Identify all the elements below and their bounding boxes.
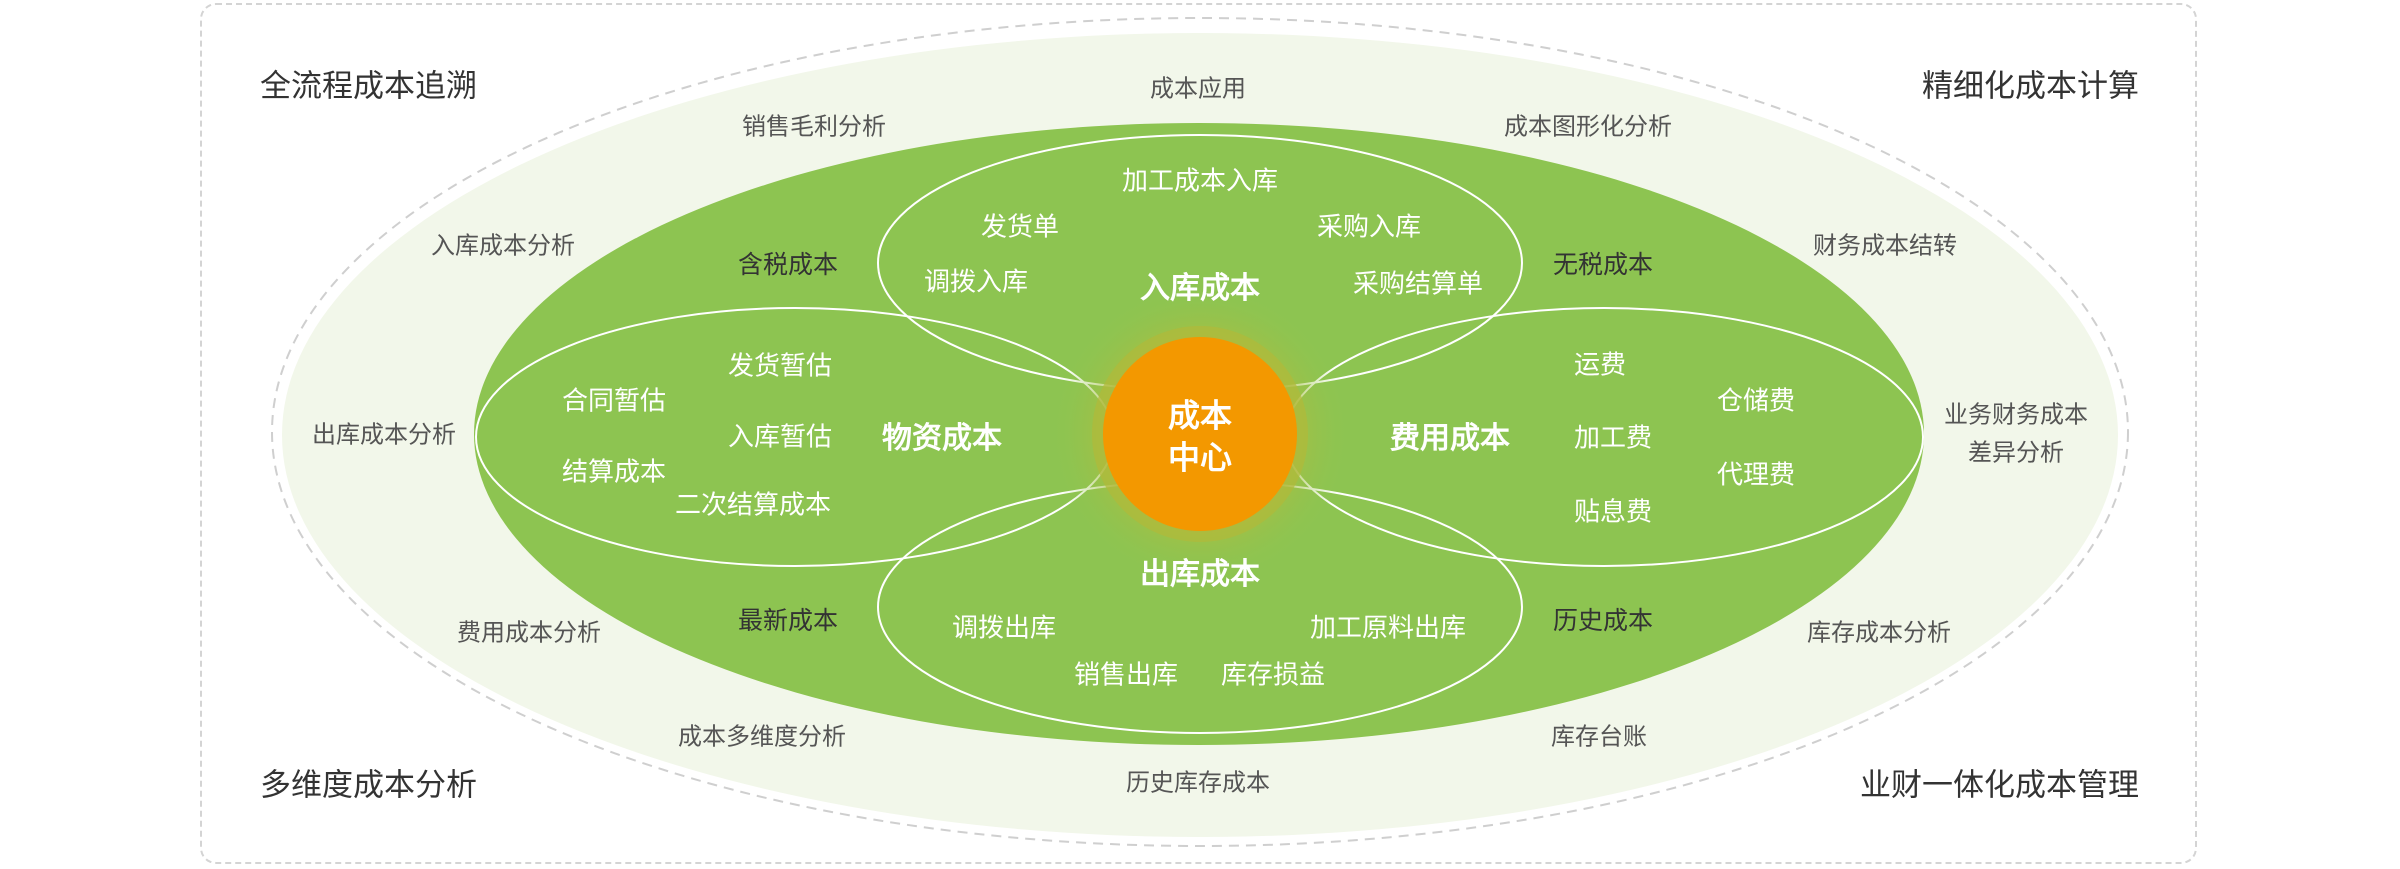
expense-item: 仓储费 xyxy=(1716,386,1796,417)
inbound-title: 入库成本 xyxy=(1140,271,1260,306)
ring-label: 含税成本 xyxy=(737,250,839,279)
inbound-item: 采购结算单 xyxy=(1352,269,1484,300)
material-item: 发货暂估 xyxy=(727,351,833,382)
outbound-item: 调拨出库 xyxy=(951,613,1057,644)
outbound-item: 库存损益 xyxy=(1220,660,1326,691)
outer-label: 出库成本分析 xyxy=(312,420,456,449)
core-circle xyxy=(1103,337,1297,531)
corner-label: 多维度成本分析 xyxy=(260,767,477,804)
inbound-item: 发货单 xyxy=(980,212,1060,243)
outer-label: 成本应用 xyxy=(1150,74,1246,103)
material-item: 结算成本 xyxy=(561,457,667,488)
outer-label: 历史库存成本 xyxy=(1126,768,1270,797)
outbound-title: 出库成本 xyxy=(1140,557,1260,592)
outer-label: 差异分析 xyxy=(1968,438,2064,467)
corner-label: 精细化成本计算 xyxy=(1922,68,2139,105)
material-item: 合同暂估 xyxy=(561,386,667,417)
outer-dashed-ellipse xyxy=(271,17,2129,847)
core-label: 成本 中心 xyxy=(1168,395,1232,478)
outer-label: 费用成本分析 xyxy=(457,618,601,647)
expense-item: 贴息费 xyxy=(1573,497,1653,528)
outbound-item: 销售出库 xyxy=(1073,660,1179,691)
material-item: 入库暂估 xyxy=(727,422,833,453)
ring-label: 无税成本 xyxy=(1552,250,1654,279)
expense-title: 费用成本 xyxy=(1390,421,1510,456)
outer-label: 库存台账 xyxy=(1551,722,1647,751)
outer-label: 入库成本分析 xyxy=(431,231,575,260)
outer-label: 财务成本结转 xyxy=(1813,231,1957,260)
corner-label: 业财一体化成本管理 xyxy=(1860,767,2139,804)
expense-item: 加工费 xyxy=(1573,423,1653,454)
core-line-2: 中心 xyxy=(1167,438,1233,476)
expense-item: 运费 xyxy=(1573,350,1627,381)
expense-item: 代理费 xyxy=(1716,460,1796,491)
dashed-frame xyxy=(200,3,2197,864)
ring-label: 历史成本 xyxy=(1552,606,1654,635)
outer-label: 成本图形化分析 xyxy=(1504,112,1672,141)
outer-label: 销售毛利分析 xyxy=(742,112,886,141)
outbound-item: 加工原料出库 xyxy=(1309,613,1467,644)
material-title: 物资成本 xyxy=(882,421,1002,456)
corner-label: 全流程成本追溯 xyxy=(260,68,477,105)
outer-label: 库存成本分析 xyxy=(1807,618,1951,647)
inbound-item: 采购入库 xyxy=(1316,212,1422,243)
outer-label: 成本多维度分析 xyxy=(678,722,846,751)
inbound-item: 加工成本入库 xyxy=(1121,166,1279,197)
inbound-item: 调拨入库 xyxy=(923,267,1029,298)
core-line-1: 成本 xyxy=(1167,396,1233,435)
outer-label: 业务财务成本 xyxy=(1944,400,2088,429)
material-item: 二次结算成本 xyxy=(674,490,832,521)
ring-label: 最新成本 xyxy=(737,606,839,635)
